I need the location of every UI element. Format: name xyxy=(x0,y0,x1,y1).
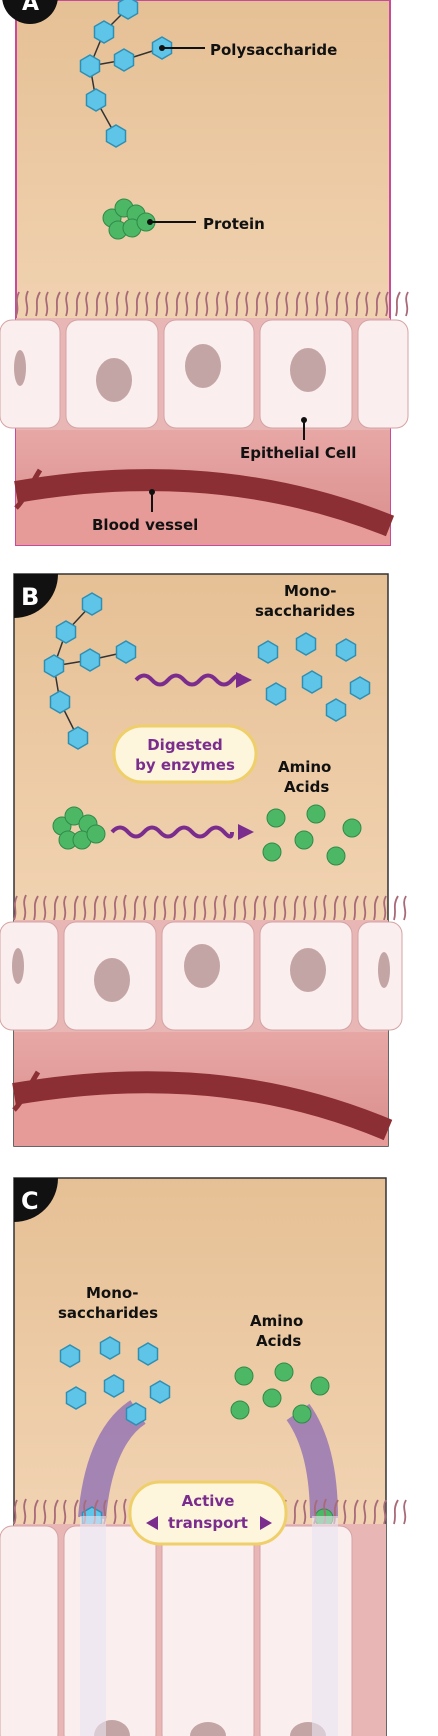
protein-label: Protein xyxy=(203,215,265,233)
panel-c-letter-badge xyxy=(14,1178,58,1222)
amino-acids-label-line2: Acids xyxy=(284,778,329,796)
digested-pill xyxy=(112,724,258,784)
panel-c-letter: C xyxy=(21,1187,39,1215)
panel-b-letter-badge xyxy=(14,574,58,618)
digestion-arrow-sugar xyxy=(134,673,244,687)
polysaccharide-chain xyxy=(79,0,173,148)
nucleus xyxy=(185,344,221,388)
epithelial-cells-b xyxy=(0,920,403,1032)
digested-label-line2: by enzymes xyxy=(135,756,235,774)
panel-a-letter: A xyxy=(22,0,39,16)
active-transport-label-line2: transport xyxy=(168,1514,248,1532)
panel-a-letter-badge xyxy=(2,0,58,24)
digested-label-line1: Digested xyxy=(147,736,223,754)
epithelial-cells-a xyxy=(0,318,409,430)
blood-vessel-b xyxy=(12,1071,393,1141)
panel-b-letter: B xyxy=(21,583,39,611)
monosaccharides-label-line2: saccharides xyxy=(255,602,355,620)
arrowhead xyxy=(236,672,252,688)
blood-vessel-a xyxy=(14,469,395,537)
arrowhead-left xyxy=(146,1516,158,1530)
panel-c: C Mono- saccharides Amino Acids xyxy=(0,1177,407,1736)
amino-acids-label-line1: Amino xyxy=(278,758,331,776)
arrowhead-right xyxy=(260,1516,272,1530)
polysaccharide-label: Polysaccharide xyxy=(210,41,337,59)
monosaccharides-label-line1: Mono- xyxy=(284,582,336,600)
panel-a: A Polysaccharide Protein xyxy=(0,0,409,546)
amino-acids-c-label-line2: Acids xyxy=(256,1332,301,1350)
epithelial-cells-c xyxy=(0,1516,386,1736)
digestion-arrow-protein xyxy=(110,825,234,839)
amino-acids-c-label-line1: Amino xyxy=(250,1312,303,1330)
monosaccharides-c-label-line1: Mono- xyxy=(86,1284,138,1302)
epithelial-cell-label: Epithelial Cell xyxy=(240,444,356,462)
monosaccharides-c-label-line2: saccharides xyxy=(58,1304,158,1322)
nucleus xyxy=(290,348,326,392)
polysaccharide-chain-b xyxy=(43,592,137,750)
active-transport-pill xyxy=(128,1480,288,1546)
nucleus xyxy=(96,358,132,402)
panel-b: B Mono- saccharides Digested xyxy=(0,573,407,1147)
blood-vessel-label: Blood vessel xyxy=(92,516,198,534)
active-transport-label-line1: Active xyxy=(182,1492,235,1510)
